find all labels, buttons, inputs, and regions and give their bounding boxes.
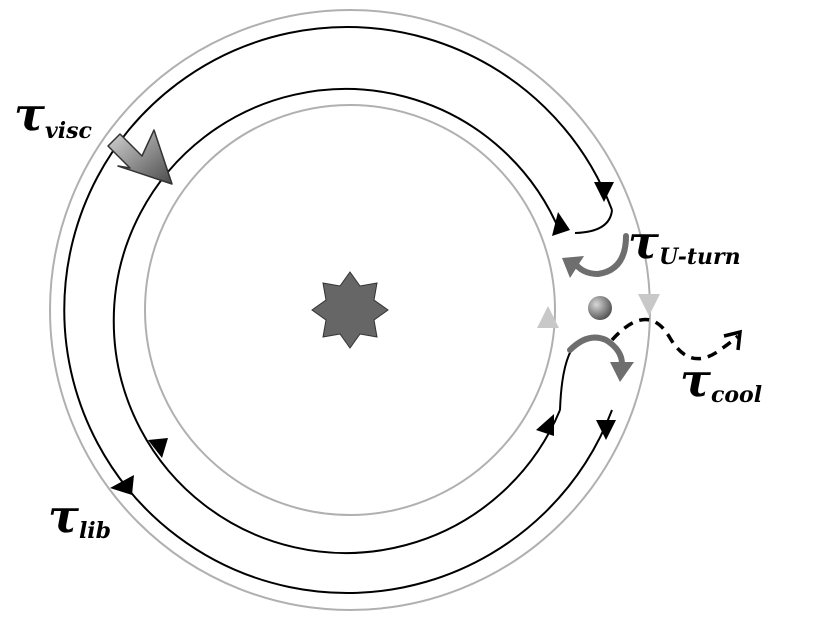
star-icon (311, 271, 389, 349)
orbit-direction-arrow (110, 475, 134, 495)
outer-orbit-uturn-top (574, 209, 613, 234)
orbit-direction-arrow (536, 414, 554, 436)
inflow-arrow-icon (107, 129, 173, 185)
inner-light-marker (537, 306, 559, 328)
orbit-direction-arrow (552, 212, 570, 236)
escape-dashed-path (610, 317, 740, 361)
orbit-direction-arrow (594, 182, 614, 202)
outer-light-marker (638, 294, 660, 316)
u-turn-arrowhead-lower (610, 362, 634, 382)
planet-icon (588, 296, 612, 320)
u-turn-arrowhead-upper (562, 256, 584, 278)
label-tau-visc: τvisc (14, 87, 92, 144)
escape-arrow-icon (723, 329, 743, 351)
orbit-direction-arrow (148, 438, 168, 458)
label-tau-cool: τcool (680, 353, 762, 408)
orbit-direction-arrow (596, 420, 616, 440)
inner-guide-ring (144, 104, 556, 516)
inner-orbit-path (112, 88, 561, 554)
u-turn-arrow-lower (567, 334, 625, 367)
label-tau-uturn: τU-turn (628, 215, 741, 270)
label-tau-lib: τlib (48, 489, 111, 544)
outer-orbit-path (63, 26, 613, 594)
u-turn-arrow-upper (571, 233, 629, 278)
